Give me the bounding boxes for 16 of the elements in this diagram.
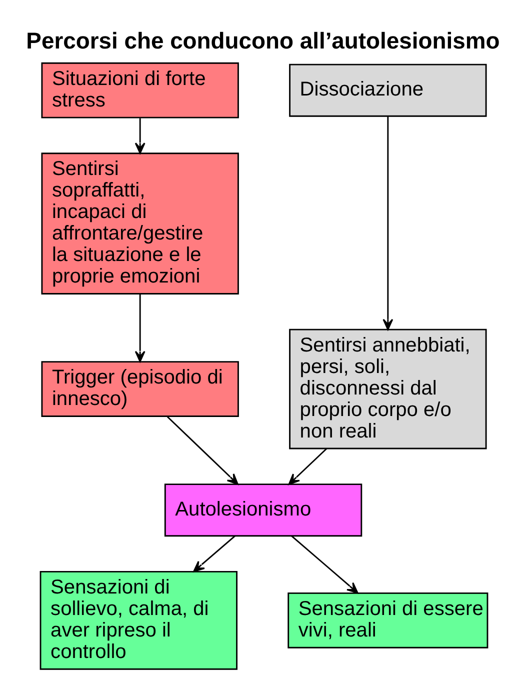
arrow [288,448,327,484]
arrow [134,118,145,154]
arrow [290,534,358,594]
node-box: Trigger (episodio di innesco) [40,360,238,416]
arrow [166,416,238,484]
node-box: Sentirsi annebbiati, persi, soli, disconnessi dal proprio corpo e/o non reali [288,328,486,449]
arrow [134,293,145,362]
node-box: Sentirsi sopraffatti, incapaci di affrontare/gestire la situazione e le proprie emozioni [40,152,238,294]
diagram-title: Percorsi che conducono all’autolesionismo [26,27,500,54]
arrow [382,116,393,330]
node-box: Sensazioni di sollievo, calma, di aver ripreso il controllo [39,570,237,670]
node-box: Autolesionismo [164,483,362,536]
node-box: Sensazioni di essere vivi, reali [287,592,488,648]
node-box: Dissociazione [288,63,486,116]
node-box: Situazioni di forte stress [40,62,238,118]
arrow [192,534,235,572]
